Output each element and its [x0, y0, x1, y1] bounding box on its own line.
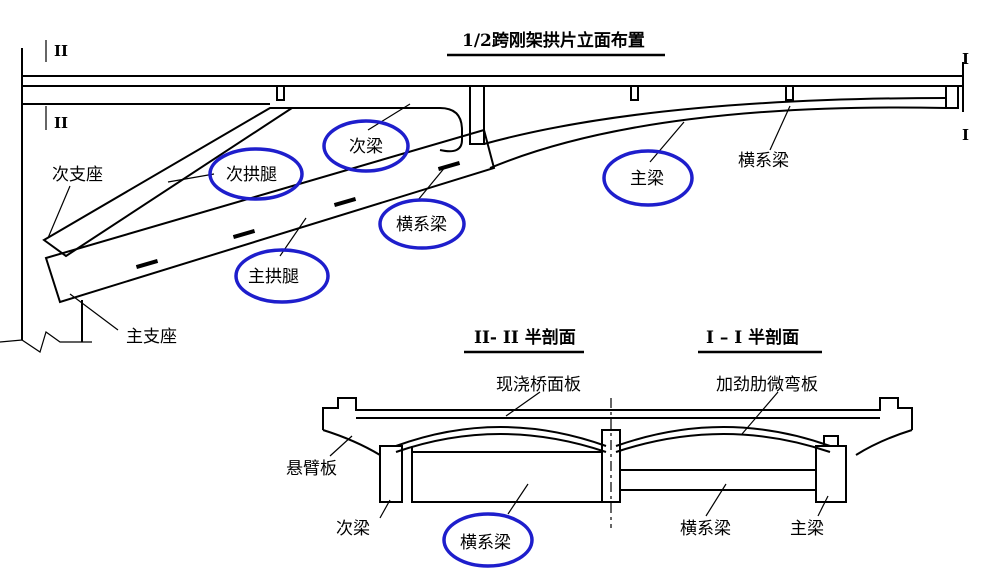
mark-i-top: I	[962, 50, 969, 68]
highlight-cross-beam-arch	[378, 198, 466, 250]
label-main-beam: 主梁	[630, 169, 664, 189]
highlight-secondary-beam	[322, 119, 410, 173]
label-cast-deck: 现浇桥面板	[496, 375, 581, 395]
label-ribbed-slab: 加劲肋微弯板	[716, 375, 818, 395]
highlight-secondary-arch-leg	[208, 147, 304, 201]
label-section-cross-beam-left: 横系梁	[460, 533, 511, 553]
section-i-title: I – I 半剖面	[706, 327, 799, 348]
label-secondary-support: 次支座	[52, 165, 103, 185]
section-drawing: II- II 半剖面 I – I 半剖面	[286, 327, 913, 568]
mark-ii-bottom: II	[54, 114, 68, 132]
mark-i-bottom: I	[962, 126, 969, 144]
mark-ii-top: II	[54, 42, 68, 60]
label-section-secondary-beam: 次梁	[336, 519, 370, 539]
highlight-main-beam	[602, 149, 694, 207]
highlight-main-arch-leg	[234, 248, 330, 304]
section-ii-title: II- II 半剖面	[474, 327, 576, 348]
label-cross-beam-arch: 横系梁	[396, 215, 447, 235]
elevation-drawing: 1/2跨刚架拱片立面布置	[0, 30, 969, 353]
label-secondary-arch-leg: 次拱腿	[226, 165, 277, 185]
label-main-support: 主支座	[126, 327, 177, 347]
elevation-title: 1/2跨刚架拱片立面布置	[462, 30, 645, 51]
label-main-arch-leg: 主拱腿	[248, 267, 299, 287]
label-section-cross-beam-right: 横系梁	[680, 519, 731, 539]
label-cantilever: 悬臂板	[286, 459, 337, 479]
highlight-section-cross-beam	[442, 512, 534, 568]
label-secondary-beam: 次梁	[349, 137, 383, 157]
label-cross-beam-top: 横系梁	[738, 151, 789, 171]
label-section-main-beam: 主梁	[790, 519, 824, 539]
